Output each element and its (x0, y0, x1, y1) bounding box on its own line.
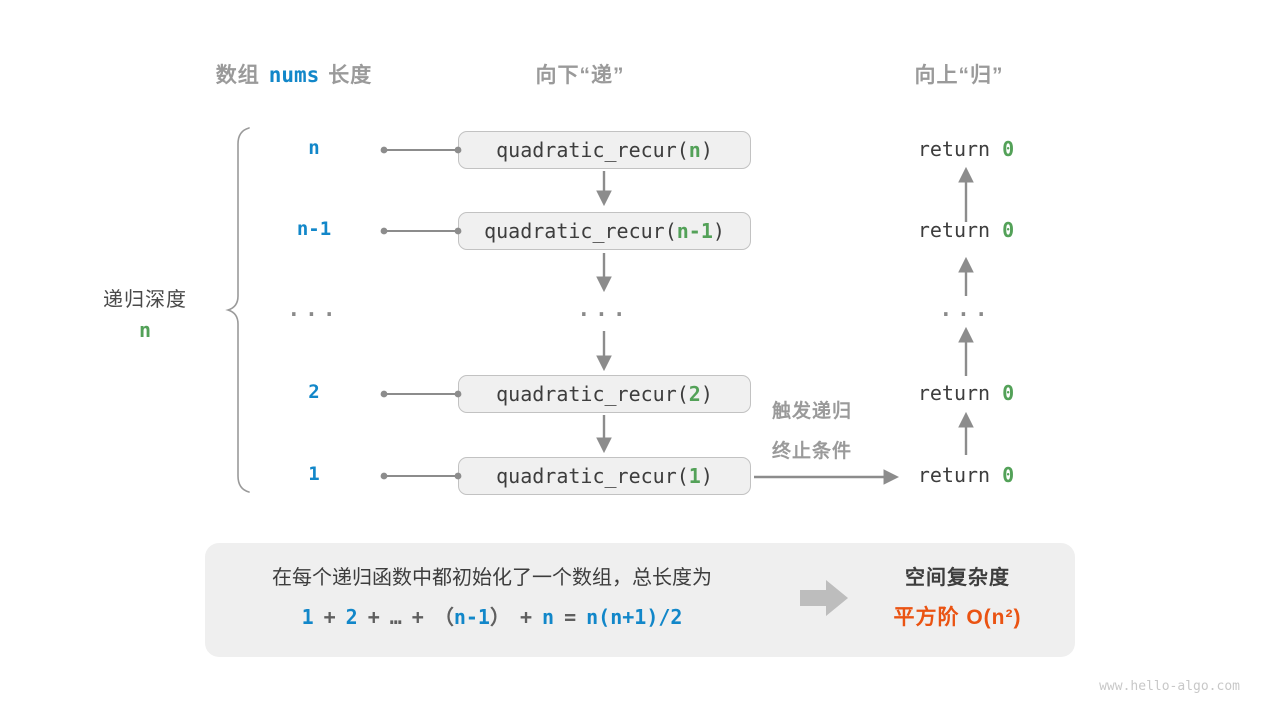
call-param: 2 (688, 382, 701, 406)
header-array-length: 数组 nums 长度 (174, 59, 414, 89)
formula-term: n-1 (453, 605, 490, 629)
call-box-2: quadratic_recur(2) (458, 375, 751, 413)
header-array-prefix: 数组 (215, 64, 260, 87)
call-box-n-1: quadratic_recur(n-1) (458, 212, 751, 250)
header-descend: 向下“递” (480, 59, 680, 89)
summary-formula: 1 + 2 + … + （n-1） + n = n(n+1)/2 (232, 601, 752, 630)
formula-op: + (519, 605, 533, 629)
return-value: 0 (1002, 218, 1015, 242)
return-value: 0 (1002, 463, 1015, 487)
return-label-1: return 0 (881, 137, 1051, 161)
recursion-depth-title: 递归深度 (103, 289, 187, 311)
return-value: 0 (1002, 137, 1015, 161)
call-text: ) (712, 219, 725, 243)
site-watermark: www.hello-algo.com (1099, 679, 1240, 694)
formula-op: + (411, 605, 424, 629)
formula-op: + (323, 605, 336, 629)
call-box-n: quadratic_recur(n) (458, 131, 751, 169)
formula-paren: ） (489, 605, 510, 629)
call-text: quadratic_recur( (484, 219, 677, 243)
return-text: return (917, 218, 1003, 242)
call-text: ) (700, 138, 713, 162)
call-text: quadratic_recur( (496, 382, 689, 406)
call-text: quadratic_recur( (496, 138, 689, 162)
call-ellipsis: ... (577, 297, 631, 321)
recursion-depth-value: n (138, 318, 152, 342)
return-label-4: return 0 (881, 463, 1051, 487)
formula-ellipsis: … (389, 605, 402, 629)
header-descend-label: 向下“递” (535, 64, 625, 87)
return-value: 0 (1002, 381, 1015, 405)
call-text: quadratic_recur( (496, 464, 689, 488)
summary-text: 在每个递归函数中都初始化了一个数组，总长度为 (272, 567, 712, 589)
space-complexity-value: 平方阶 O(n²) (893, 606, 1022, 629)
call-param: n-1 (676, 219, 713, 243)
space-complexity-title: 空间复杂度 (905, 567, 1010, 589)
header-nums-code: nums (268, 63, 320, 87)
header-ascend: 向上“归” (859, 59, 1059, 89)
connector-dots (380, 146, 462, 480)
return-label-3: return 0 (881, 381, 1051, 405)
summary-panel (205, 543, 1075, 657)
formula-result: n(n+1)/2 (586, 605, 683, 629)
formula-paren: （ (433, 605, 454, 629)
formula-paren-group: （n-1） (434, 601, 510, 630)
depth-label-n: n (308, 137, 320, 159)
formula-term: n (542, 605, 555, 629)
depth-connectors (384, 149, 457, 477)
return-ellipsis: ... (939, 297, 993, 321)
call-param: n (688, 138, 701, 162)
depth-label-n-1: n-1 (296, 218, 332, 240)
formula-op: + (367, 605, 380, 629)
return-text: return (917, 137, 1003, 161)
formula-term: 2 (345, 605, 358, 629)
header-array-suffix: 长度 (328, 64, 373, 87)
depth-brace-icon (225, 127, 250, 493)
return-text: return (917, 463, 1003, 487)
call-param: 1 (688, 464, 701, 488)
call-box-1: quadratic_recur(1) (458, 457, 751, 495)
formula-equals: = (564, 605, 577, 629)
depth-ellipsis: ... (287, 297, 341, 321)
return-label-2: return 0 (881, 218, 1051, 242)
depth-label-1: 1 (308, 463, 320, 485)
call-text: ) (700, 464, 713, 488)
trigger-note-line1: 触发递归 (771, 401, 852, 422)
formula-term: 1 (301, 605, 314, 629)
header-ascend-label: 向上“归” (914, 64, 1004, 87)
return-text: return (917, 381, 1003, 405)
depth-label-2: 2 (308, 381, 320, 403)
trigger-note-line2: 终止条件 (771, 441, 852, 462)
call-text: ) (700, 382, 713, 406)
